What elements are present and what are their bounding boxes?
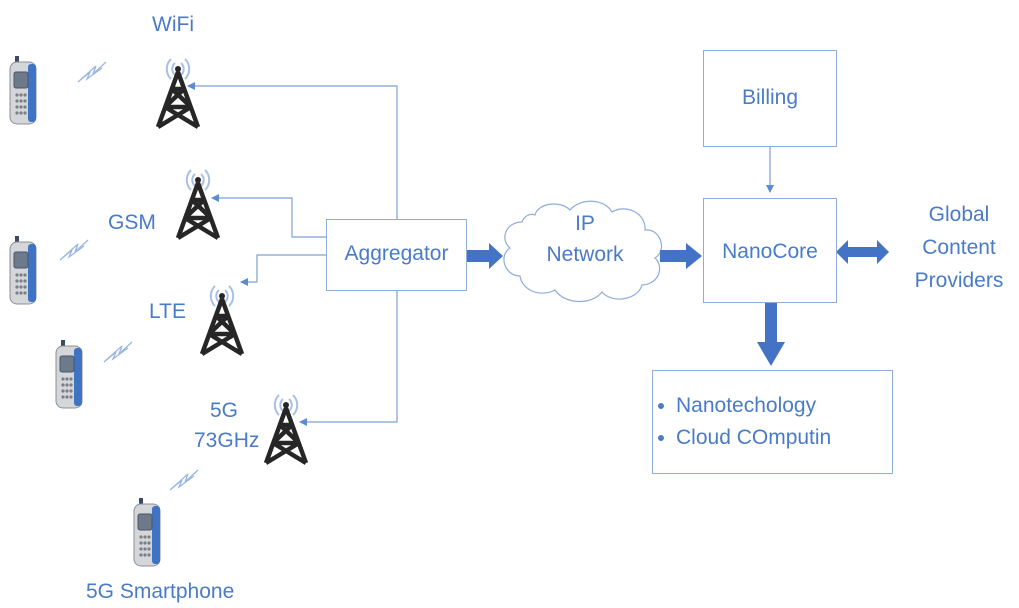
service-name: Cloud COmputin xyxy=(676,426,832,449)
signal-bolt-icon xyxy=(103,341,133,363)
lte-tower-icon xyxy=(202,286,242,354)
gsm-tower-icon xyxy=(178,170,218,238)
mobile-phone-icon xyxy=(9,235,37,305)
5g-tower-icon xyxy=(266,395,306,463)
ip-label: IP xyxy=(575,212,595,235)
mobile-phone-icon xyxy=(9,55,37,125)
5g-label: 5G xyxy=(210,399,239,422)
aggregator-label: Aggregator xyxy=(344,242,449,265)
link-aggregator-gsm xyxy=(211,194,326,238)
providers-label-line3: Providers xyxy=(914,269,1004,292)
link-aggregator-5g xyxy=(299,290,398,426)
wifi-label: WiFi xyxy=(152,13,194,36)
bullet-icon xyxy=(658,435,664,441)
ip-network-cloud xyxy=(503,200,663,303)
service-name: Nanotechology xyxy=(676,394,817,417)
arrow-nanocore-to-services xyxy=(757,302,785,366)
billing-box xyxy=(703,50,837,147)
smartphone-icon xyxy=(133,497,161,567)
services-list-item: Cloud COmputin xyxy=(658,422,831,454)
nanocore-box xyxy=(703,198,837,303)
providers-label-line1: Global xyxy=(928,203,990,226)
arrow-network-to-nanocore xyxy=(660,243,702,269)
services-list-item: Nanotechology xyxy=(658,390,831,422)
lte-label: LTE xyxy=(149,300,186,323)
arrow-aggregator-to-network xyxy=(466,243,503,269)
signal-bolt-icon xyxy=(59,239,89,261)
nanocore-label: NanoCore xyxy=(722,240,818,263)
network-label: Network xyxy=(546,243,624,266)
services-list: Nanotechology Cloud COmputin xyxy=(658,390,831,454)
mobile-phone-icon xyxy=(55,339,83,409)
arrow-nanocore-providers xyxy=(836,240,889,264)
gsm-label: GSM xyxy=(108,211,156,234)
smartphone-label: 5G Smartphone xyxy=(86,580,235,603)
aggregator-box xyxy=(326,219,467,291)
signal-bolt-icon xyxy=(77,61,107,83)
providers-label-line2: Content xyxy=(922,236,996,259)
5g-frequency-label: 73GHz xyxy=(194,429,260,452)
link-aggregator-wifi xyxy=(187,82,398,220)
bullet-icon xyxy=(658,403,664,409)
link-aggregator-lte xyxy=(240,254,326,286)
wifi-tower-icon xyxy=(158,59,198,127)
services-box xyxy=(652,370,893,474)
signal-bolt-icon xyxy=(169,469,199,491)
billing-label: Billing xyxy=(741,86,799,109)
